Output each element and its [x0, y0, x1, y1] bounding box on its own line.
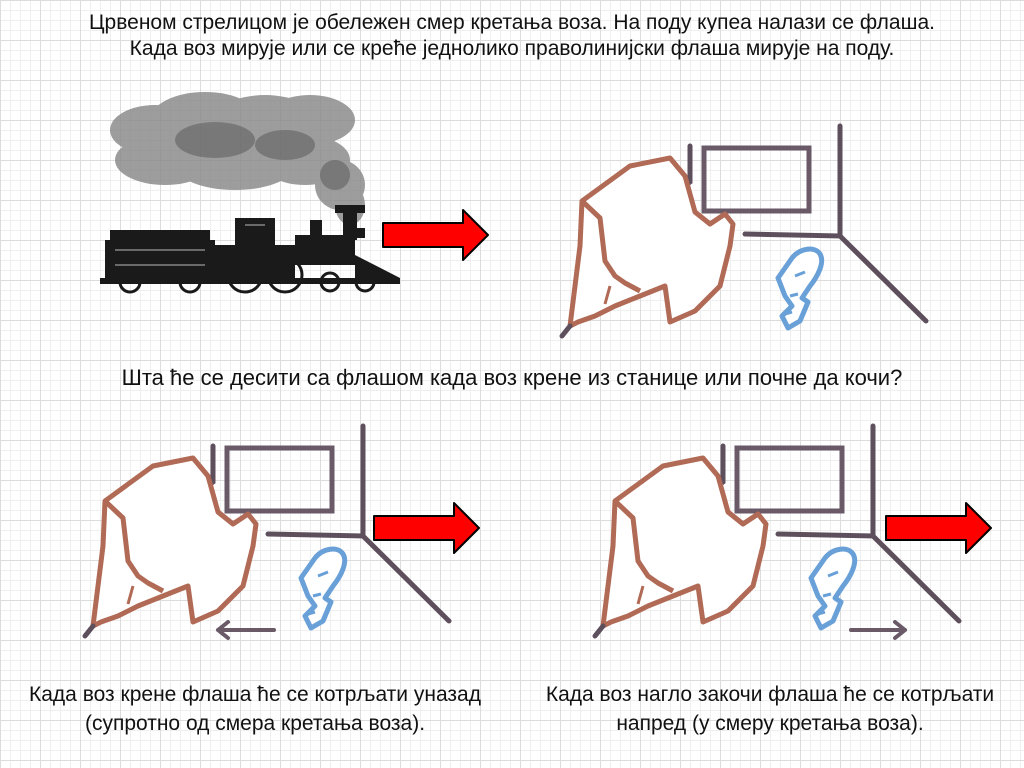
direction-arrow-top	[382, 209, 489, 261]
intro-text: Црвеном стрелицом је обележен смер крета…	[0, 10, 1024, 62]
steam-locomotive-image	[100, 92, 400, 294]
intro-line-1: Црвеном стрелицом је обележен смер крета…	[89, 11, 935, 34]
question-text: Шта ће се десити са флашом када воз крен…	[121, 365, 903, 390]
direction-arrow-left	[373, 502, 480, 554]
compartment-drawing-top	[562, 118, 942, 348]
caption-train-brakes: Када воз нагло закочи флаша ће се котрља…	[545, 683, 995, 735]
direction-arrow-right	[885, 502, 992, 554]
intro-line-2: Када воз мирује или се креће једнолико п…	[129, 37, 895, 60]
bottle-motion-forward-arrow	[849, 620, 907, 640]
bottle-motion-backward-arrow	[216, 620, 276, 640]
caption-train-starts: Када воз крене флаша ће се котрљати уназ…	[29, 683, 481, 735]
